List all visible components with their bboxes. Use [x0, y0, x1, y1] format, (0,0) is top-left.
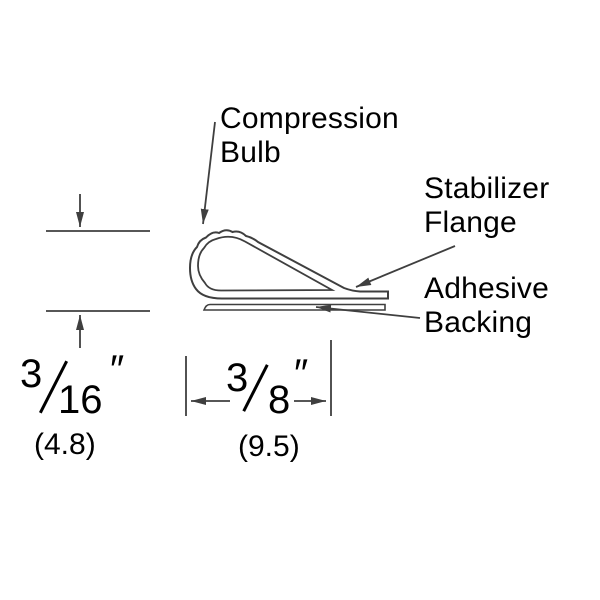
adhesive-backing-label: Adhesive Backing [424, 272, 550, 339]
width-fraction-denominator: 8 [268, 378, 291, 422]
stabilizer-flange-label: Stabilizer Flange [424, 172, 550, 239]
height-metric-value: (4.8) [34, 428, 96, 461]
leader-line-adhesive-backing [315, 304, 421, 319]
width-dimension-value: 3 8 ″ [226, 354, 336, 438]
height-inch-mark: ″ [110, 348, 125, 392]
leader-line-stabilizer-flange [355, 245, 456, 288]
width-inch-mark: ″ [294, 352, 309, 396]
width-fraction-numerator: 3 [226, 356, 249, 400]
height-fraction-numerator: 3 [20, 352, 43, 396]
height-dimension-value: 3 16 ″ [18, 348, 148, 432]
leader-line-compression-bulb [200, 121, 216, 225]
height-fraction-denominator: 16 [58, 378, 103, 422]
adhesive-backing-strip [202, 303, 386, 311]
profile-inner-wall [197, 235, 336, 292]
profile-outline [188, 229, 389, 300]
width-metric-value: (9.5) [238, 430, 300, 463]
compression-bulb-label: Compression Bulb [220, 102, 399, 169]
